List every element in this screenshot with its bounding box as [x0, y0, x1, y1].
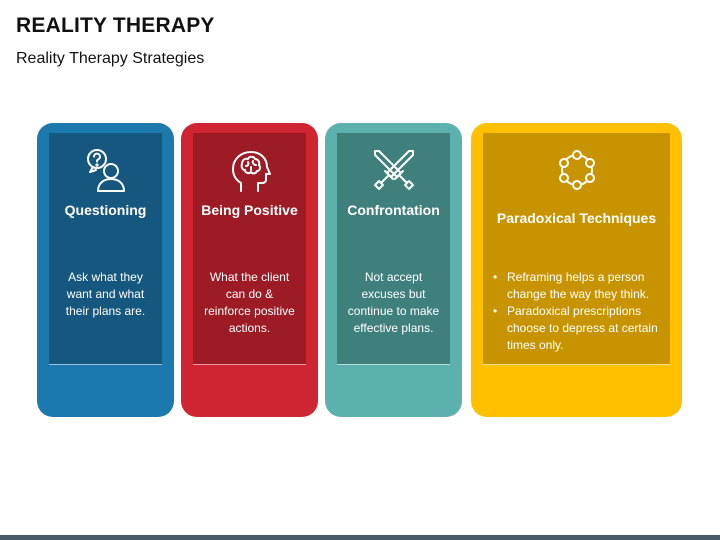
card-questioning: Questioning Ask what they want and what … [37, 123, 174, 417]
card-header-panel [193, 133, 306, 364]
question-person-icon [83, 147, 129, 193]
circular-network-icon [554, 147, 600, 193]
card-heading: Confrontation [347, 202, 440, 218]
card-bullet-list: Reframing helps a person change the way … [491, 269, 664, 354]
list-item: Reframing helps a person change the way … [491, 269, 664, 303]
card-header-panel [337, 133, 450, 364]
card-heading: Questioning [64, 202, 147, 218]
page-subtitle: Reality Therapy Strategies [16, 50, 205, 67]
card-divider [49, 133, 162, 365]
footer-bar [0, 535, 720, 540]
list-item: Paradoxical prescriptions choose to depr… [491, 303, 664, 354]
card-divider [337, 133, 450, 365]
brain-head-icon [227, 147, 273, 193]
card-being-positive: Being Positive What the client can do & … [181, 123, 318, 417]
card-divider [483, 133, 670, 365]
page-title: REALITY THERAPY [16, 14, 215, 37]
card-body-text: Ask what they want and what their plans … [65, 270, 146, 318]
card-body-text: Not accept excuses but continue to make … [347, 270, 440, 335]
card-heading: Being Positive [201, 202, 298, 218]
crossed-swords-icon [371, 147, 417, 193]
card-body-text: What the client can do & reinforce posit… [204, 270, 295, 335]
card-header-panel [49, 133, 162, 364]
card-divider [193, 133, 306, 365]
card-paradoxical-techniques: Paradoxical Techniques Reframing helps a… [471, 123, 682, 417]
card-confrontation: Confrontation Not accept excuses but con… [325, 123, 462, 417]
card-heading: Paradoxical Techniques [496, 210, 657, 226]
